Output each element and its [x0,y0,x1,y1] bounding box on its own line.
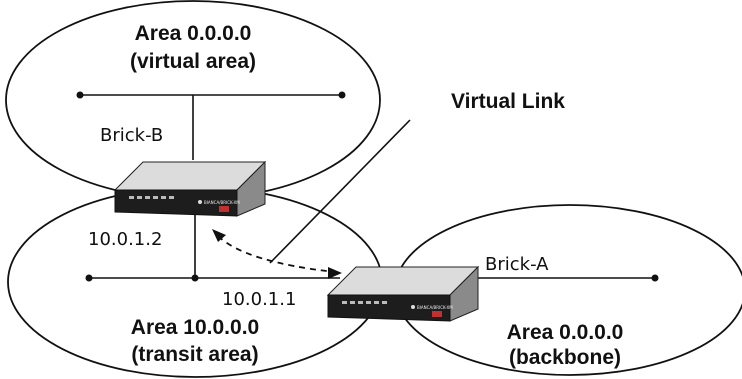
router-b-brand: BIANCA/BRICK-XM [204,200,240,205]
router-brick-b: BIANCA/BRICK-XM [113,160,267,217]
router-a-ip: 10.0.1.1 [222,289,296,310]
area-top-subtitle: (virtual area) [130,50,256,73]
area-right-title: Area 0.0.0.0 [507,321,624,344]
router-a-brand: BIANCA/BRICK-XM [417,305,453,310]
virtual-link-arc [217,235,336,273]
area-top-title: Area 0.0.0.0 [135,22,252,45]
network-endpoint [651,274,659,282]
router-b-name: Brick-B [100,125,163,146]
router-b-ip: 10.0.1.2 [88,229,162,250]
arrowhead-right [328,267,342,279]
area-right-subtitle: (backbone) [509,346,621,369]
virtual-link-pointer [269,119,411,264]
virtual-link-label: Virtual Link [451,90,565,113]
router-brick-a: BIANCA/BRICK-XM [326,265,480,322]
network-endpoint [76,91,84,99]
router-a-name: Brick-A [485,254,549,275]
area-left-subtitle: (transit area) [131,343,258,366]
network-endpoint [338,91,346,99]
arrowhead-left [212,229,226,242]
area-left-title: Area 10.0.0.0 [131,316,259,339]
network-endpoint [85,274,93,282]
